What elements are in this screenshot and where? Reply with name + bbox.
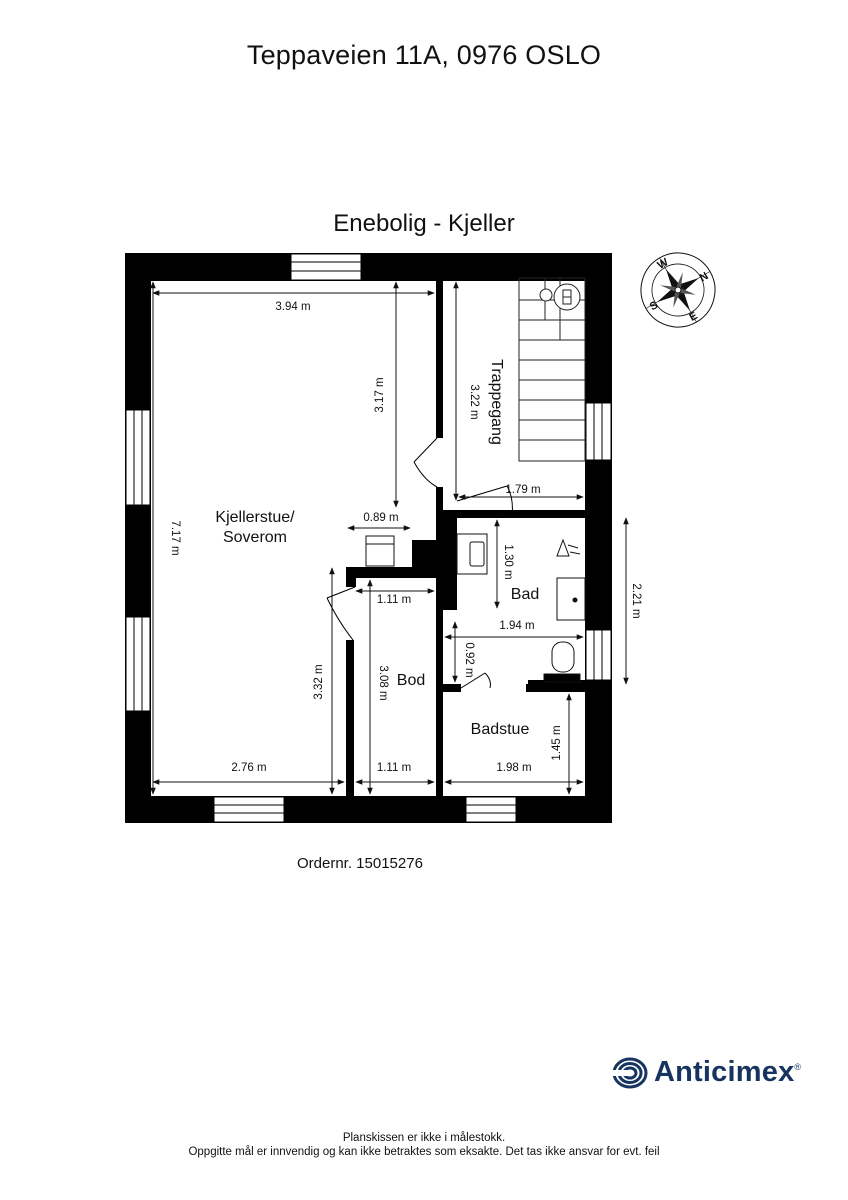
- dimension-labels: 3.94 m 3.17 m 3.22 m 1.79 m 0.89 m 7.17 …: [169, 301, 642, 774]
- room-label-kjellerstue: Kjellerstue/: [215, 509, 295, 526]
- dim-label-394: 3.94 m: [275, 301, 310, 313]
- dim-label-179: 1.79 m: [505, 484, 540, 496]
- address-title: Teppaveien 11A, 0976 OSLO: [246, 40, 602, 70]
- dimension-lines: [150, 281, 629, 795]
- dim-label-092: 0.92 m: [463, 642, 475, 677]
- dim-label-717: 7.17 m: [169, 520, 181, 555]
- anticimex-logo: Anticimex ®: [612, 1056, 801, 1089]
- room-label-badstue: Badstue: [471, 721, 530, 738]
- disclaimer: Planskissen er ikke i målestokk. Oppgitt…: [0, 1131, 848, 1159]
- dim-label-111-top: 1.11 m: [377, 594, 411, 606]
- fixtures: [365, 533, 586, 683]
- order-number: Ordernr. 15015276: [297, 855, 423, 872]
- brand-name: Anticimex: [654, 1056, 795, 1088]
- dim-label-308: 3.08 m: [377, 665, 389, 700]
- staircase: [518, 277, 586, 462]
- room-label-trappegang: Trappegang: [488, 359, 505, 445]
- anticimex-swirl-icon: [612, 1057, 648, 1088]
- dim-label-332: 3.32 m: [313, 664, 325, 699]
- dim-label-111-bottom: 1.11 m: [377, 762, 411, 774]
- room-label-bad: Bad: [511, 586, 539, 603]
- compass-rose-icon: N S E W: [640, 252, 716, 328]
- room-label-soverom: Soverom: [223, 529, 287, 546]
- dim-label-221: 2.21 m: [630, 583, 642, 618]
- dim-label-130: 1.30 m: [502, 544, 514, 579]
- dim-label-322: 3.22 m: [468, 384, 480, 419]
- dim-label-194: 1.94 m: [499, 620, 534, 632]
- dim-label-145: 1.45 m: [551, 725, 563, 760]
- outer-walls: [125, 253, 612, 823]
- floor-plan-title: Enebolig - Kjeller: [333, 210, 515, 237]
- windows: [125, 253, 612, 823]
- disclaimer-line-2: Oppgitte mål er innvendig og kan ikke be…: [188, 1146, 660, 1158]
- interior-walls: [346, 278, 588, 800]
- dim-label-276: 2.76 m: [231, 762, 266, 774]
- room-label-bod: Bod: [397, 672, 425, 689]
- disclaimer-line-1: Planskissen er ikke i målestokk.: [342, 1132, 506, 1144]
- dim-label-198: 1.98 m: [496, 762, 531, 774]
- room-labels: Kjellerstue/ Soverom Trappegang Bad Bod …: [215, 359, 539, 738]
- dim-label-089: 0.89 m: [363, 512, 398, 524]
- brand-registered-mark: ®: [794, 1062, 802, 1072]
- dim-label-317: 3.17 m: [374, 377, 386, 412]
